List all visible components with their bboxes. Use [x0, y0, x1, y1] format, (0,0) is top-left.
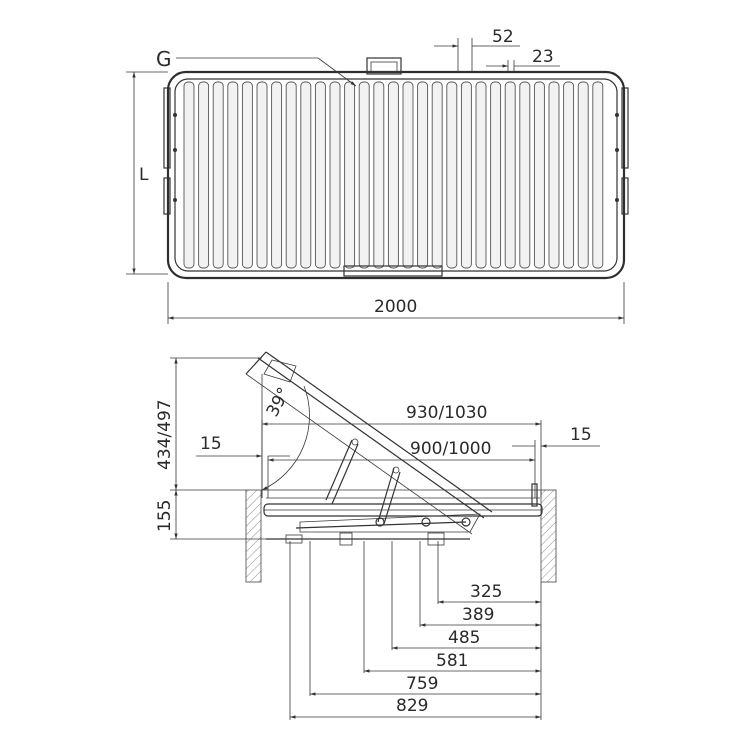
- dim-52: 52: [492, 27, 514, 47]
- top-handle-inner: [370, 61, 398, 73]
- slat: [271, 81, 283, 269]
- slat: [241, 81, 253, 269]
- dim-39: 39°: [263, 384, 295, 420]
- bottom-handle: [343, 265, 443, 277]
- slat: [198, 81, 210, 269]
- dim-829: 829: [396, 696, 428, 716]
- slat: [592, 81, 604, 269]
- slat: [563, 81, 575, 269]
- slat: [431, 81, 443, 269]
- slat: [314, 81, 326, 269]
- left-side-brackets: [163, 87, 177, 215]
- dim-23: 23: [532, 47, 554, 67]
- slat: [475, 81, 487, 269]
- slat: [358, 81, 370, 269]
- dim-325: 325: [470, 582, 502, 602]
- slat: [402, 81, 414, 269]
- angle-arc: [261, 385, 310, 491]
- right-side-brackets: [615, 87, 629, 215]
- dim-389: 389: [462, 605, 494, 625]
- dim-759: 759: [406, 674, 438, 694]
- slat: [490, 81, 502, 269]
- dim-900-1000: 900/1000: [410, 439, 491, 459]
- slat: [387, 81, 399, 269]
- bed-box-right-wall: [540, 489, 557, 583]
- slat: [256, 81, 268, 269]
- slat: [533, 81, 545, 269]
- label-l: L: [139, 165, 149, 185]
- dim-485: 485: [448, 628, 480, 648]
- dim-155: 155: [155, 500, 175, 532]
- dim-434-497: 434/497: [155, 399, 175, 470]
- slat: [504, 81, 516, 269]
- top-handle: [366, 57, 402, 75]
- closed-frame: [263, 483, 543, 546]
- slat: [183, 81, 195, 269]
- slat: [446, 81, 458, 269]
- slat: [417, 81, 429, 269]
- slat: [285, 81, 297, 269]
- slat: [548, 81, 560, 269]
- dim-581: 581: [436, 651, 468, 671]
- slat: [329, 81, 341, 269]
- slat: [227, 81, 239, 269]
- label-g: G: [156, 47, 172, 71]
- slat: [212, 81, 224, 269]
- lifted-frame: [245, 351, 493, 535]
- slat: [300, 81, 312, 269]
- slat: [577, 81, 589, 269]
- dim-15-left: 15: [200, 434, 222, 454]
- dim-930-1030: 930/1030: [406, 403, 487, 423]
- slat: [373, 81, 385, 269]
- slats: [183, 81, 604, 269]
- bed-frame-inner: [174, 78, 618, 272]
- slat: [519, 81, 531, 269]
- slat: [460, 81, 472, 269]
- top-view: G L 2000 52 23: [126, 27, 629, 324]
- dim-15-right: 15: [570, 425, 592, 445]
- bed-box-left-wall: [245, 489, 262, 583]
- dim-2000: 2000: [374, 297, 417, 317]
- slat: [344, 81, 356, 269]
- side-view: 434/497 155 39° 930/1030 900/1000 15 15: [155, 351, 600, 720]
